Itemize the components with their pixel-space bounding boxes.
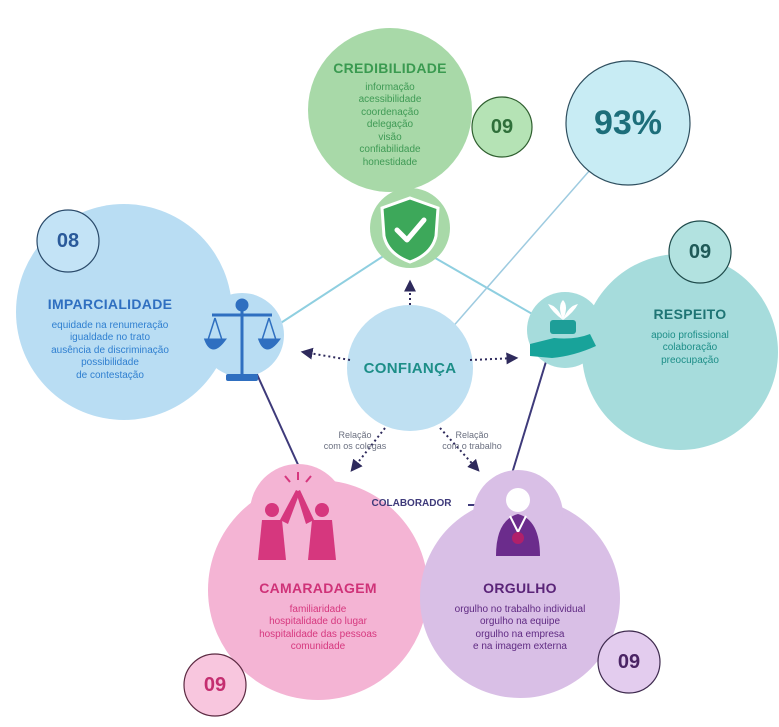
relation-work: Relação com o trabalho [432,430,512,452]
arrow-down-left [350,427,386,472]
camaradagem-score-bubble [183,653,247,717]
imparcialidade-score-bubble [36,209,100,273]
imparcialidade-item: de contestação [76,369,144,381]
high-five-icon [258,472,336,560]
overall-score-bubble [565,60,691,186]
relation-work-line1: Relação [455,430,489,440]
orgulho-item: orgulho no trabalho individual [454,603,586,615]
credibilidade-score-bubble [471,96,533,158]
orgulho-score: 09 [617,650,641,673]
respeito-score-bubble [668,220,732,284]
orgulho-item: e na imagem externa [473,641,567,652]
respeito-score: 09 [688,240,712,263]
imparcialidade-item: igualdade no trato [69,332,151,343]
orgulho-item: orgulho na empresa [475,628,565,640]
center-arrows [300,279,519,472]
credibilidade-title: CREDIBILIDADE [333,60,447,76]
credibilidade-item: delegação [366,119,414,130]
collaborator-label: COLABORADOR [371,498,452,509]
relation-colleagues-line1: Relação [338,430,372,440]
line-respeito-orgulho [509,354,549,481]
orgulho-score-bubble [597,630,661,694]
camaradagem-score: 09 [203,673,227,696]
line-imparcialidade-camaradagem [254,369,306,481]
relation-work-line2: com o trabalho [442,440,502,451]
credibilidade-item: coordenação [361,106,419,118]
credibilidade-circle [308,28,472,192]
credibilidade-item: visão [378,131,402,143]
center-label: CONFIANÇA [363,360,457,377]
respeito-circle [582,254,778,450]
respeito-item: apoio profissional [651,329,729,341]
imparcialidade-item: equidade na renumeração [51,319,169,331]
credibilidade-score: 09 [490,115,514,138]
camaradagem-item: familiaridade [289,603,347,615]
orgulho-circle [420,498,620,698]
shield-icon [370,188,450,268]
orgulho-item: orgulho na equipe [479,616,561,627]
relation-colleagues: Relação com os colegas [320,430,390,452]
relation-colleagues-line2: com os colegas [323,440,387,451]
arrow-left [300,347,351,361]
respeito-item: preocupação [661,354,719,366]
camaradagem-item: hospitalidade das pessoas [259,628,377,640]
credibilidade-item: honestidade [362,156,418,168]
imparcialidade-item: possibilidade [81,357,139,368]
overall-score: 93% [593,103,663,142]
imparcialidade-score: 08 [56,229,80,252]
respeito-title: RESPEITO [653,306,727,322]
respeito-item: colaboração [662,342,718,353]
camaradagem-item: comunidade [290,641,346,652]
line-credibilidade-imparcialidade [269,254,386,331]
helping-hand-icon [530,300,596,358]
person-medal-icon [496,488,540,556]
credibilidade-item: informação [365,81,415,93]
camaradagem-item: hospitalidade do lugar [269,616,367,627]
line-overall-score [449,169,591,331]
center-circle [347,305,473,431]
orgulho-title: ORGULHO [483,580,557,596]
scales-icon [203,298,282,381]
credibilidade-item: confiabilidade [359,144,421,155]
imparcialidade-title: IMPARCIALIDADE [47,296,173,312]
camaradagem-title: CAMARADAGEM [259,580,377,596]
imparcialidade-item: ausência de discriminação [51,344,169,356]
arrow-right [469,352,519,365]
credibilidade-item: acessibilidade [358,94,422,105]
